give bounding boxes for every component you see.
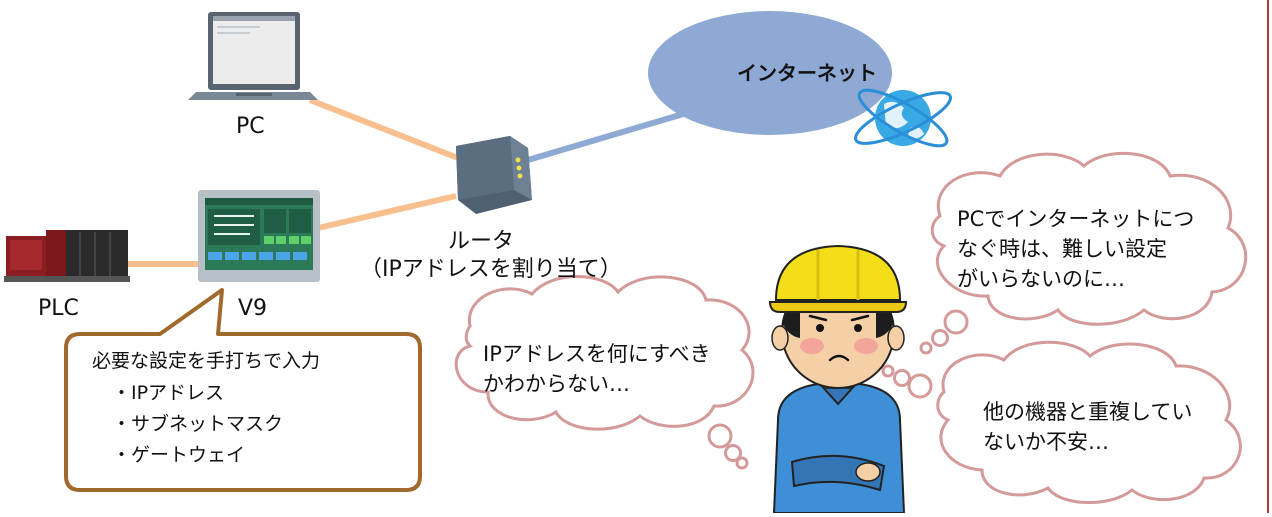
pc-router-cable xyxy=(308,97,460,161)
callout-item-subnet: ・サブネットマスク xyxy=(112,413,284,435)
globe-icon xyxy=(854,88,952,148)
thought-bottom-right-line-1: 他の機器と重複してい xyxy=(983,400,1193,424)
thought-top-right-line-2: なぐ時は、難しい設定 xyxy=(957,237,1167,261)
router-label: ルータ xyxy=(448,229,515,254)
thought-cloud-top-right xyxy=(919,151,1248,355)
internet-label: インターネット xyxy=(737,61,877,85)
router-internet-link xyxy=(527,109,691,163)
v9-label: V9 xyxy=(238,296,268,321)
thought-top-right-line-3: がいらないのに… xyxy=(957,267,1125,291)
settings-callout-shape xyxy=(64,288,422,492)
thought-cloud-left xyxy=(454,275,755,470)
plc-label: PLC xyxy=(38,296,79,321)
callout-title: 必要な設定を手打ちで入力 xyxy=(92,350,321,372)
callout-item-gateway: ・ゲートウェイ xyxy=(112,444,246,466)
thought-bottom-right-line-2: ないか不安… xyxy=(983,430,1109,454)
plc-icon xyxy=(4,230,130,282)
thought-left-line-2: かわからない… xyxy=(483,372,630,396)
v9-hmi-icon xyxy=(198,190,320,282)
thought-cloud-bottom-right xyxy=(881,340,1242,505)
router-note: （IPアドレスを割り当て） xyxy=(360,257,622,282)
laptop-icon xyxy=(188,12,318,100)
worried-worker-icon xyxy=(768,244,908,514)
pc-label: PC xyxy=(236,114,265,139)
v9-router-cable xyxy=(317,193,457,231)
router-icon xyxy=(456,136,532,214)
thought-left-line-1: IPアドレスを何にすべき xyxy=(483,342,711,366)
internet-cloud xyxy=(648,11,892,135)
thought-top-right-line-1: PCでインターネットにつ xyxy=(957,207,1195,231)
callout-item-ip: ・IPアドレス xyxy=(112,382,225,404)
